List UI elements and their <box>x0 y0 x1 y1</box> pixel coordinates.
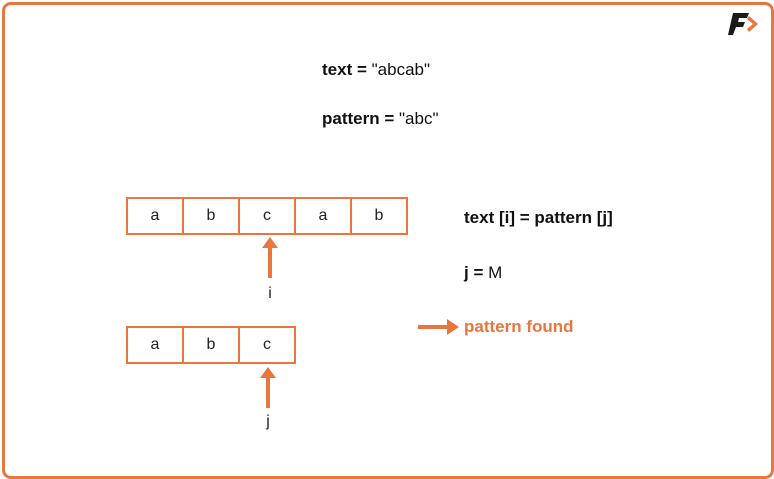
pattern-found-label: pattern found <box>464 317 574 336</box>
j-pointer-label: j <box>266 413 270 430</box>
j-equals-m: j = M <box>464 263 502 283</box>
i-pointer-label: i <box>268 285 272 302</box>
pattern-definition: pattern = "abc" <box>322 109 439 129</box>
j-pointer-arrow-icon <box>260 367 276 408</box>
text-cell: a <box>126 197 184 235</box>
pattern-cell: c <box>238 326 296 364</box>
text-cell: b <box>182 197 240 235</box>
j-value: M <box>488 263 503 282</box>
text-label: text = <box>322 60 367 79</box>
text-cell: c <box>238 197 296 235</box>
pattern-found-result: pattern found <box>418 317 574 337</box>
arrow-right-icon <box>418 319 459 335</box>
text-cell: b <box>350 197 408 235</box>
j-label: j = <box>464 263 484 282</box>
pattern-value: "abc" <box>399 109 439 128</box>
pattern-cell: a <box>126 326 184 364</box>
pattern-cell: b <box>182 326 240 364</box>
f-arrow-logo-icon <box>728 13 758 35</box>
text-array: a b c a b <box>126 197 408 235</box>
i-pointer-arrow-icon <box>262 237 278 278</box>
pattern-array: a b c <box>126 326 296 364</box>
text-definition: text = "abcab" <box>322 60 430 80</box>
text-cell: a <box>294 197 352 235</box>
comparison-condition: text [i] = pattern [j] <box>464 208 613 227</box>
pattern-label: pattern = <box>322 109 395 128</box>
text-value: "abcab" <box>371 60 431 79</box>
